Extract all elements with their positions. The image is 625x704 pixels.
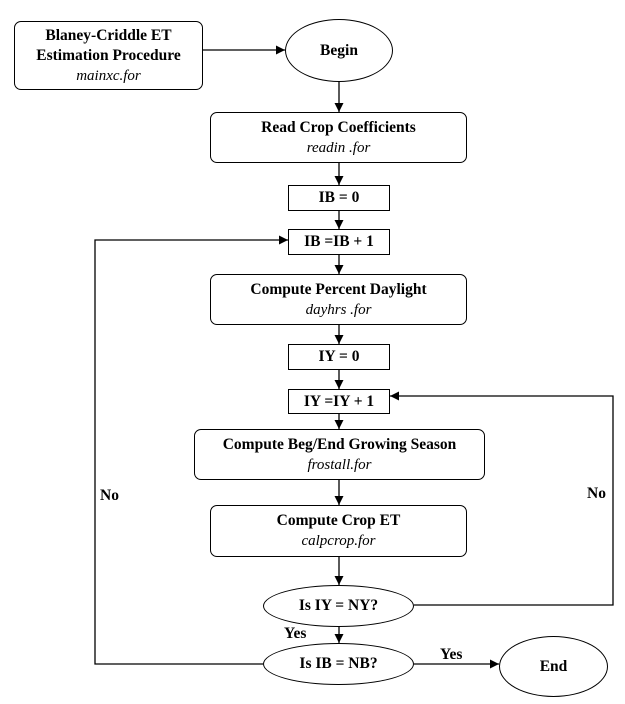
read-coefficients-box: Read Crop Coefficients readin .for: [210, 112, 467, 163]
iy-increment-box: IY =IY + 1: [288, 389, 390, 414]
edge-label-no-outer: No: [100, 487, 119, 504]
end-terminator: End: [499, 636, 608, 697]
procedure-title-line1: Blaney-Criddle ET: [45, 26, 172, 44]
begin-label: Begin: [320, 41, 358, 59]
read-coefficients-title: Read Crop Coefficients: [261, 118, 416, 136]
procedure-file: mainxc.for: [76, 67, 141, 84]
read-coefficients-file: readin .for: [306, 139, 371, 156]
daylight-title: Compute Percent Daylight: [250, 280, 427, 298]
is-iy-label: Is IY = NY?: [298, 597, 379, 614]
procedure-box: Blaney-Criddle ET Estimation Procedure m…: [14, 21, 203, 90]
ib-init-box: IB = 0: [288, 185, 390, 211]
is-ib-label: Is IB = NB?: [299, 655, 378, 672]
ib-increment-box: IB =IB + 1: [288, 229, 390, 255]
end-label: End: [539, 657, 568, 675]
daylight-box: Compute Percent Daylight dayhrs .for: [210, 274, 467, 325]
is-ib-decision: Is IB = NB?: [263, 643, 414, 685]
edge-label-yes-iy: Yes: [284, 625, 307, 642]
ib-init-label: IB = 0: [318, 189, 360, 206]
loop-no-iy: [390, 391, 614, 606]
crop-et-box: Compute Crop ET calpcrop.for: [210, 505, 467, 557]
ib-increment-label: IB =IB + 1: [304, 233, 374, 250]
growing-season-file: frostall.for: [307, 456, 372, 473]
is-iy-decision: Is IY = NY?: [263, 585, 414, 627]
daylight-file: dayhrs .for: [305, 301, 372, 318]
edge-label-no-inner: No: [587, 485, 606, 502]
crop-et-file: calpcrop.for: [301, 533, 376, 549]
edge-label-yes-ib: Yes: [440, 646, 463, 663]
iy-init-label: IY = 0: [318, 348, 360, 365]
procedure-title-line2: Estimation Procedure: [36, 46, 181, 64]
begin-terminator: Begin: [285, 19, 393, 82]
growing-season-title: Compute Beg/End Growing Season: [222, 435, 457, 453]
loop-no-ib: [94, 235, 288, 665]
iy-increment-label: IY =IY + 1: [303, 392, 375, 410]
crop-et-title: Compute Crop ET: [276, 512, 401, 529]
growing-season-box: Compute Beg/End Growing Season frostall.…: [194, 429, 485, 480]
iy-init-box: IY = 0: [288, 344, 390, 370]
